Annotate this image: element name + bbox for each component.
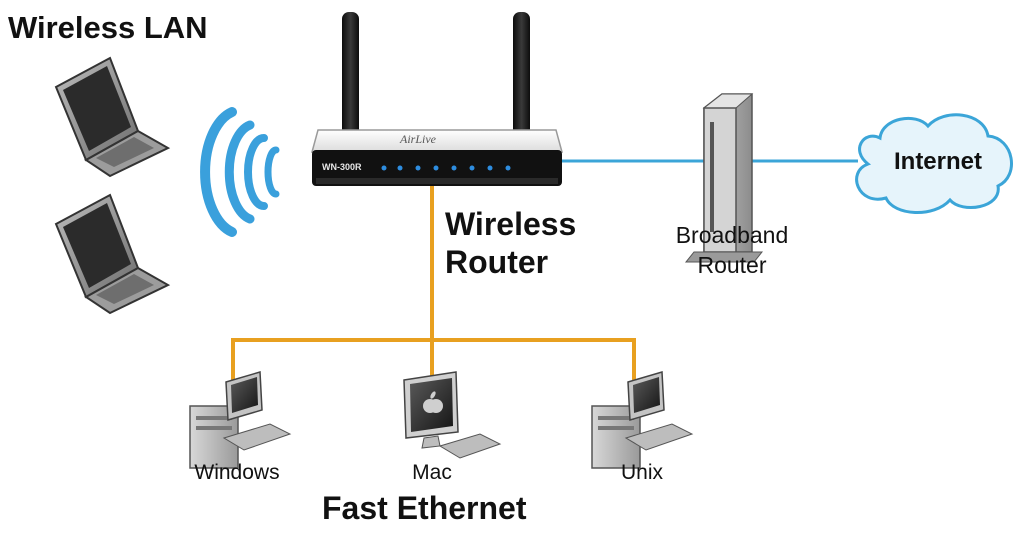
unix-label: Unix [620, 461, 663, 484]
router-model-text: WN-300R [322, 162, 362, 172]
laptop-icon [54, 193, 171, 315]
broadband-router-label-line2: Router [697, 252, 767, 278]
windows-computer-icon [189, 371, 292, 469]
broadband-router-icon [684, 93, 764, 263]
ethernet-lines [231, 186, 636, 392]
internet-label: Internet [893, 148, 982, 175]
wireless-router-label-line2: Router [445, 244, 549, 280]
broadband-router-label-line1: Broadband [675, 222, 789, 248]
wireless-lan-label: Wireless LAN [8, 10, 208, 45]
fast-ethernet-label: Fast Ethernet [322, 490, 527, 526]
wireless-router-icon [311, 12, 563, 186]
apple-logo-icon [423, 391, 443, 413]
router-brand-text: AirLive [400, 132, 436, 146]
laptop-icon [54, 56, 171, 178]
wireless-router-label-line1: Wireless [445, 206, 577, 242]
wifi-signal-icon [200, 107, 280, 237]
windows-label: Windows [194, 461, 280, 484]
mac-computer-icon [403, 371, 502, 459]
internet-cloud-icon [855, 113, 1013, 214]
unix-computer-icon [591, 371, 694, 469]
mac-label: Mac [412, 461, 452, 484]
